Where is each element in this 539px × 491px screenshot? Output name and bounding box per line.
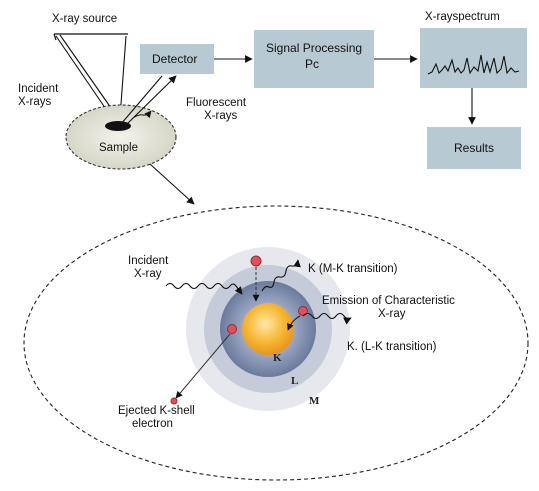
incident-beam-2 — [59, 34, 119, 119]
detector-label: Detector — [152, 52, 197, 66]
ejected-label: Ejected K-shell electron — [118, 405, 198, 430]
xray-source-bracket — [53, 33, 128, 41]
incident-beam-3 — [119, 35, 127, 119]
l-shell-label: L — [291, 375, 298, 387]
lk-emission-wave — [302, 312, 352, 325]
fluorescent-beam-2 — [126, 75, 177, 125]
sample-ellipse — [65, 104, 177, 170]
electron-k-left — [227, 324, 237, 334]
results-label: Results — [454, 141, 494, 155]
arrow-sample-atom — [149, 163, 195, 205]
spectrum-box — [420, 28, 527, 88]
incident-xrays-label: Incident X-rays — [18, 83, 61, 108]
detector-box — [140, 44, 214, 74]
emission-label: Emission of Characteristic X-ray — [322, 295, 458, 320]
electron-m-top — [250, 255, 262, 267]
spectrum-title: X-rayspectrum — [425, 11, 500, 23]
incident-xray-wave — [165, 282, 243, 295]
k-shell-label: K — [273, 352, 282, 364]
signal-processing-box — [254, 30, 374, 88]
k-lk-label: K. (L-K transition) — [347, 341, 437, 353]
sample-label: Sample — [99, 142, 138, 154]
sample-spot — [105, 121, 131, 131]
fluorescent-arrow — [132, 110, 152, 119]
k-mk-label: K (M-K transition) — [308, 263, 398, 275]
ejected-electron-path — [175, 333, 231, 399]
l-to-k-transition — [287, 315, 301, 331]
signal-processing-label: Signal Processing Pc — [266, 41, 365, 71]
incident-xray-label: Incident X-ray — [128, 255, 171, 280]
xray-source-label: X-ray source — [52, 13, 117, 25]
atom-zoom-ellipse — [23, 205, 529, 481]
nucleus — [242, 303, 294, 355]
m-shell-label: M — [309, 395, 320, 407]
ejected-electron — [170, 397, 178, 405]
fluorescent-label: Fluorescent X-rays — [186, 97, 249, 122]
mk-emission-wave — [261, 259, 301, 292]
fluorescent-beam-1 — [120, 75, 163, 125]
results-box — [427, 127, 521, 169]
incident-beam-1 — [55, 35, 113, 119]
spectrum-trace — [427, 54, 520, 75]
